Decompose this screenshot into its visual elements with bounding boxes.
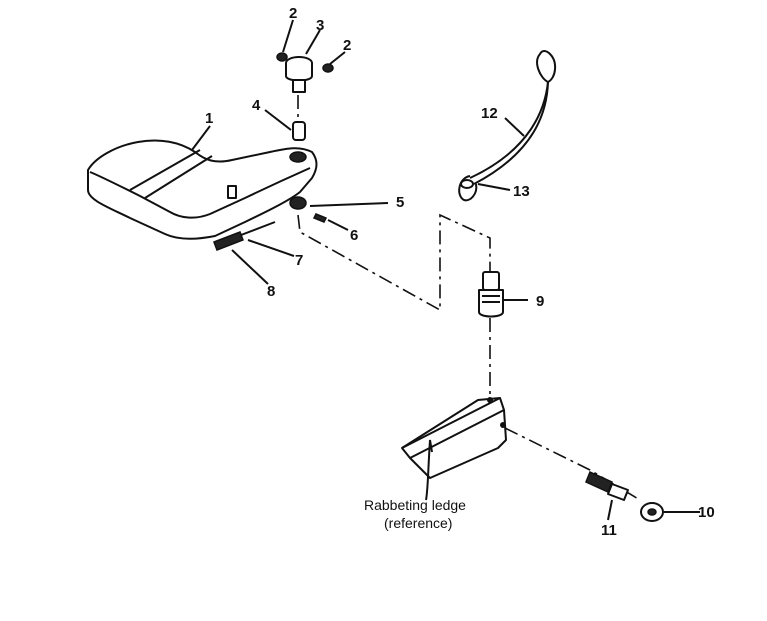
threaded-pin-part (213, 221, 276, 251)
spring-screw-part (585, 470, 629, 501)
screw-right-icon (322, 63, 334, 73)
set-screw-part (312, 213, 328, 223)
foot-plate-part (87, 139, 318, 240)
foot-plate-pin (227, 185, 237, 199)
assembly-centerlines (297, 95, 641, 501)
nut-part (640, 502, 664, 522)
callout-10: 10 (698, 504, 715, 521)
callout-8: 8 (267, 283, 275, 300)
stud-part (478, 271, 504, 318)
callout-4: 4 (252, 97, 261, 114)
callout-3: 3 (316, 17, 324, 34)
bushing-part (289, 121, 307, 163)
rabbeting-ledge (401, 397, 507, 479)
centerline-foot-to-stud (297, 213, 491, 312)
callout-13: 13 (513, 183, 530, 200)
reference-label-line1: Rabbeting ledge (364, 497, 466, 513)
centerline-ledge-to-nut (504, 427, 641, 501)
callout-labels: 1 2 2 3 4 5 6 7 8 9 10 11 12 13 (205, 5, 715, 539)
callout-2-right: 2 (343, 37, 351, 54)
callout-5: 5 (396, 194, 404, 211)
leader-lines (191, 19, 700, 521)
callout-11: 11 (601, 522, 617, 539)
callout-6: 6 (350, 227, 358, 244)
callout-9: 9 (536, 293, 544, 310)
knob-part (285, 56, 313, 93)
callout-2-left: 2 (289, 5, 297, 22)
callout-7: 7 (295, 252, 303, 269)
reference-label-line2: (reference) (384, 515, 452, 531)
washer-part (289, 196, 307, 210)
rabbeting-ledge-label: Rabbeting ledge (reference) (364, 497, 466, 531)
lanyard-part (458, 50, 556, 202)
foot-plate-groove (129, 149, 213, 199)
callout-12: 12 (481, 105, 498, 122)
screw-left-icon (276, 52, 288, 62)
callout-1: 1 (205, 110, 213, 127)
